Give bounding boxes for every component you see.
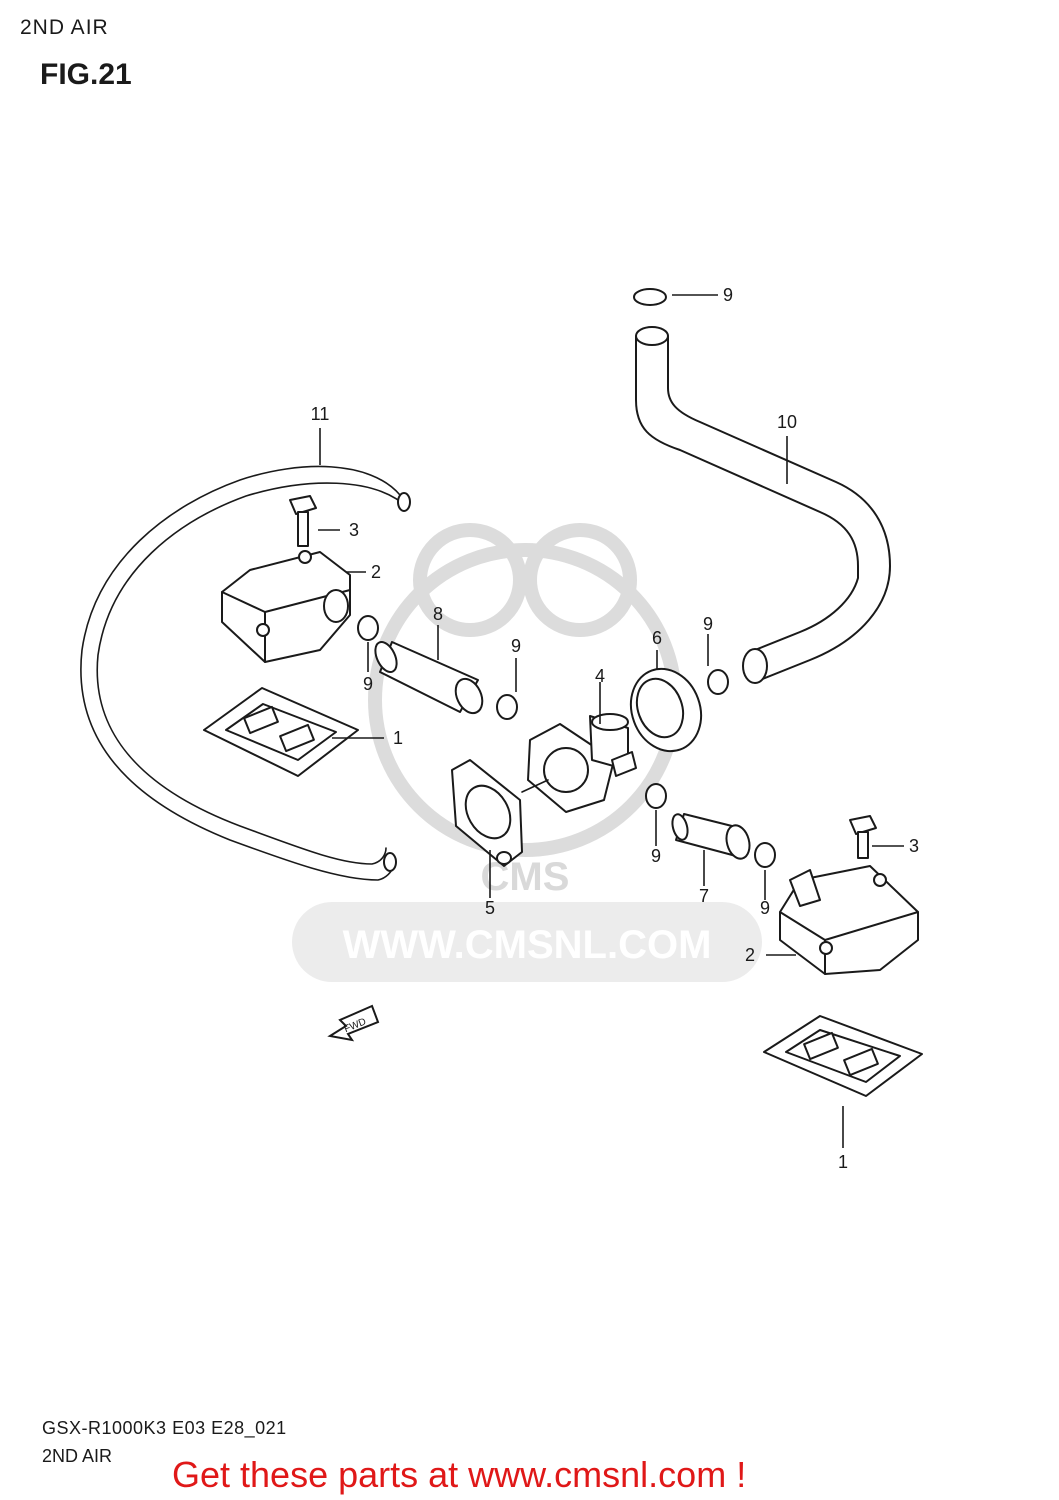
callouts: 11 9 10 3 2 8 9 9 4 6 9 1 9 5 7 9 3 2 1 xyxy=(311,285,919,1172)
callout-5: 5 xyxy=(485,898,495,918)
model-code: GSX-R1000K3 E03 E28_021 xyxy=(42,1418,287,1438)
air-valve-4 xyxy=(521,713,637,813)
callout-7: 7 xyxy=(699,886,709,906)
reed-gasket-1-left xyxy=(203,687,359,777)
parts-link-banner[interactable]: Get these parts at www.cmsnl.com ! xyxy=(172,1454,747,1495)
flange-5 xyxy=(451,759,523,867)
callout-9-top: 9 xyxy=(723,285,733,305)
callout-11: 11 xyxy=(311,404,330,424)
hose-10 xyxy=(635,326,891,684)
bolt-3-left xyxy=(289,495,317,547)
callout-10: 10 xyxy=(777,412,797,432)
valve-cover-2-right xyxy=(779,865,919,975)
callout-9-left: 9 xyxy=(363,674,373,694)
leader-lines xyxy=(318,294,904,1148)
watermark-url: WWW.CMSNL.COM xyxy=(343,923,712,967)
callout-3-right: 3 xyxy=(909,836,919,856)
callout-1-left: 1 xyxy=(393,728,403,748)
section-title: 2ND AIR xyxy=(20,16,109,39)
callout-6: 6 xyxy=(652,628,662,648)
callout-4: 4 xyxy=(595,666,605,686)
footer-section-name: 2ND AIR xyxy=(42,1446,113,1466)
callout-1-right: 1 xyxy=(838,1152,848,1172)
hose-7 xyxy=(671,813,751,860)
figure-label: FIG.21 xyxy=(40,58,132,91)
callout-9-bottom: 9 xyxy=(760,898,770,918)
watermark: CMS WWW.CMSNL.COM xyxy=(292,523,762,982)
fwd-arrow: FWD xyxy=(327,1004,380,1042)
seal-ring-6 xyxy=(629,667,703,753)
clamps-9 xyxy=(357,288,776,868)
callout-2-right: 2 xyxy=(745,945,755,965)
callout-9-lower: 9 xyxy=(651,846,661,866)
callout-2-left: 2 xyxy=(371,562,381,582)
hose-8 xyxy=(374,641,484,715)
watermark-banner xyxy=(292,902,762,982)
bolt-3-right xyxy=(849,815,877,859)
callout-8: 8 xyxy=(433,604,443,624)
valve-cover-2-left xyxy=(221,550,351,663)
watermark-logo: CMS xyxy=(481,855,570,899)
callout-9-mid: 9 xyxy=(511,636,521,656)
hose-11 xyxy=(80,465,411,881)
callout-9-right: 9 xyxy=(703,614,713,634)
reed-gasket-1-right xyxy=(763,1015,923,1097)
callout-3-left: 3 xyxy=(349,520,359,540)
